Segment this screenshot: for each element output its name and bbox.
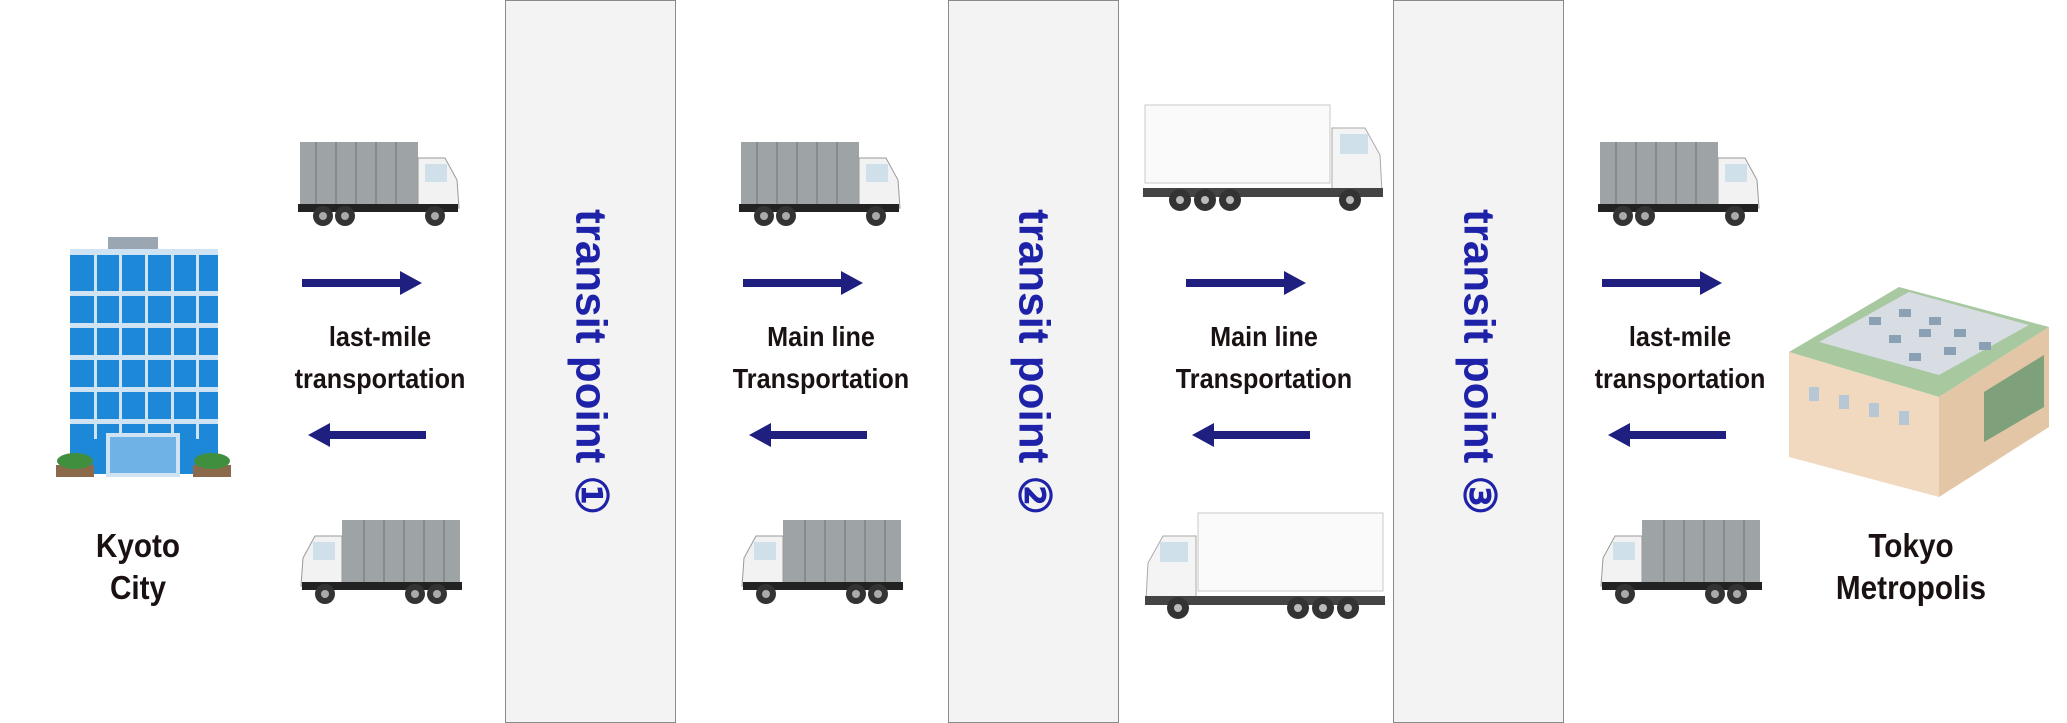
segment-4-label: last-mile transportation [1595,316,1766,400]
segment-line1: Main line [767,321,875,352]
transit-point-2-label: transit point ② [1009,208,1058,515]
segment-line2: transportation [294,363,466,394]
segment-3-left-arrow-icon [1192,423,1312,452]
segment-1-return-truck-icon [295,518,465,611]
segment-2-return-truck-icon [736,518,906,611]
segment-2-right-arrow-icon [743,271,863,300]
segment-2-outbound-truck-icon [736,140,906,233]
segment-line2: Transportation [732,363,910,394]
segment-line1: last-mile [328,321,432,352]
transit-point-3-label: transit point ③ [1454,208,1503,515]
segment-line2: transportation [1594,363,1766,394]
segment-1-label: last-mile transportation [295,316,466,400]
segment-3-right-arrow-icon [1186,271,1306,300]
destination-line2: Metropolis [1835,569,1987,606]
origin-line2: City [109,569,167,606]
factory-icon [1789,287,2049,497]
origin-label: Kyoto City [96,525,180,609]
segment-line2: Transportation [1175,363,1353,394]
segment-2-left-arrow-icon [749,423,869,452]
segment-1-right-arrow-icon [302,271,422,300]
segment-4-right-arrow-icon [1602,271,1722,300]
destination-label: Tokyo Metropolis [1836,525,1986,609]
segment-3-return-truck-icon [1140,508,1388,628]
origin-line1: Kyoto [95,527,181,564]
segment-1-left-arrow-icon [308,423,428,452]
transit-point-1: transit point ① [505,0,676,723]
transit-point-2: transit point ② [948,0,1119,723]
transit-point-1-label: transit point ① [566,208,615,515]
segment-1-outbound-truck-icon [295,140,465,233]
destination-line1: Tokyo [1868,527,1954,564]
transit-point-3: transit point ③ [1393,0,1564,723]
segment-line1: Main line [1210,321,1318,352]
segment-4-return-truck-icon [1595,518,1765,611]
segment-3-outbound-truck-icon [1140,100,1388,220]
segment-line1: last-mile [1628,321,1732,352]
segment-4-left-arrow-icon [1608,423,1728,452]
segment-4-outbound-truck-icon [1595,140,1765,233]
office-building-icon [56,237,231,477]
